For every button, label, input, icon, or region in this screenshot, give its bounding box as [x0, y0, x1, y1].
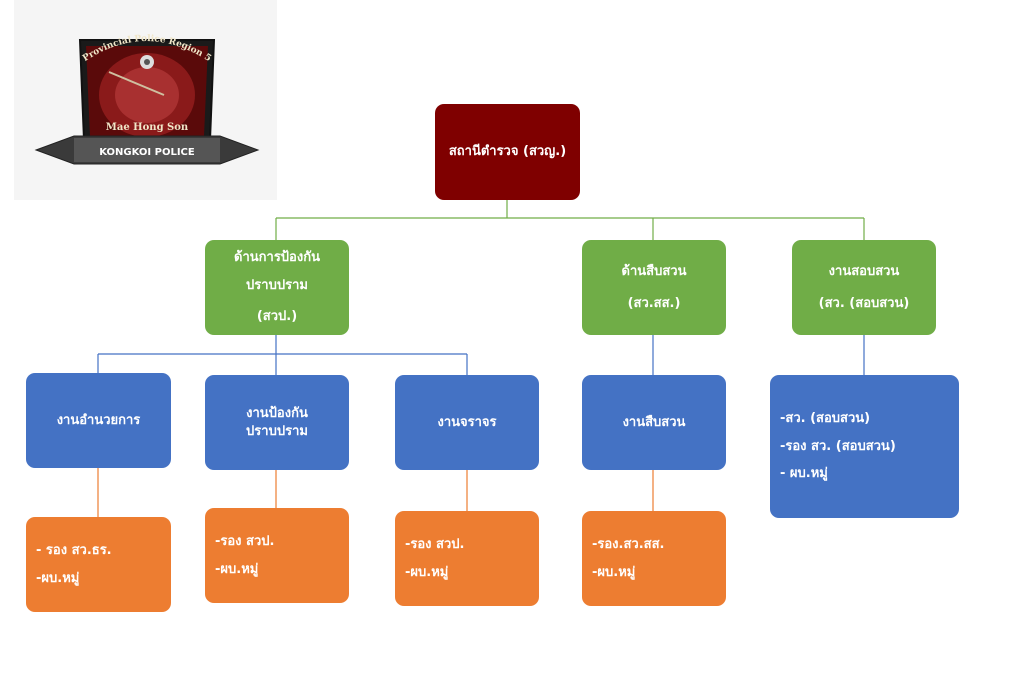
root-node-police-station: สถานีตำรวจ (สวญ.) [435, 104, 580, 200]
unit-inquiry-staff: -สว. (สอบสวน) -รอง สว. (สอบสวน) - ผบ.หมู… [770, 375, 959, 518]
staff-traffic: -รอง สวป. -ผบ.หมู่ [395, 511, 539, 606]
dept-line: (สว. (สอบสวน) [818, 295, 910, 311]
dept-line: งานสอบสวน [828, 263, 900, 279]
dept-inquiry: งานสอบสวน (สว. (สอบสวน) [792, 240, 936, 335]
dept-line: ปราบปราม [246, 277, 308, 293]
unit-administration: งานอำนวยการ [26, 373, 171, 468]
logo-banner-text: KONGKOI POLICE [99, 147, 195, 158]
staff-line: - รอง สว.ธร. [36, 542, 112, 558]
staff-line: -ผบ.หมู่ [36, 570, 80, 586]
staff-investigation: -รอง.สว.สส. -ผบ.หมู่ [582, 511, 726, 606]
staff-line: -ผบ.หมู่ [405, 564, 449, 580]
staff-administration: - รอง สว.ธร. -ผบ.หมู่ [26, 517, 171, 612]
unit-line: งานอำนวยการ [56, 412, 141, 428]
staff-line: -ผบ.หมู่ [592, 564, 636, 580]
unit-line: ปราบปราม [246, 423, 308, 439]
unit-traffic: งานจราจร [395, 375, 539, 470]
unit-line: งานสืบสวน [622, 414, 686, 430]
dept-line: (สว.สส.) [627, 295, 681, 311]
logo-middle-text: Mae Hong Son [106, 122, 189, 133]
dept-line: (สวป.) [256, 309, 298, 325]
unit-line: -สว. (สอบสวน) [780, 411, 871, 427]
unit-line: -รอง สว. (สอบสวน) [780, 438, 896, 454]
staff-line: -รอง สวป. [405, 536, 465, 552]
unit-prevention-suppression: งานป้องกัน ปราบปราม [205, 375, 349, 470]
dept-line: ด้านสืบสวน [621, 263, 687, 279]
dept-line: ด้านการป้องกัน [234, 250, 320, 266]
root-label: สถานีตำรวจ (สวญ.) [448, 144, 567, 160]
police-badge-emblem: Provincial Police Region 5 Mae Hong Son … [34, 34, 260, 165]
unit-line: งานจราจร [437, 414, 497, 430]
staff-line: -ผบ.หมู่ [215, 561, 259, 577]
dept-investigation: ด้านสืบสวน (สว.สส.) [582, 240, 726, 335]
staff-line: -รอง สวป. [215, 533, 275, 549]
unit-line: งานป้องกัน [246, 405, 308, 421]
police-logo: Provincial Police Region 5 Mae Hong Son … [14, 0, 277, 200]
staff-line: -รอง.สว.สส. [592, 536, 665, 552]
staff-prevention-suppression: -รอง สวป. -ผบ.หมู่ [205, 508, 349, 603]
dept-prevention-suppression: ด้านการป้องกัน ปราบปราม (สวป.) [205, 240, 349, 335]
unit-line: - ผบ.หมู่ [780, 466, 828, 482]
unit-investigation: งานสืบสวน [582, 375, 726, 470]
